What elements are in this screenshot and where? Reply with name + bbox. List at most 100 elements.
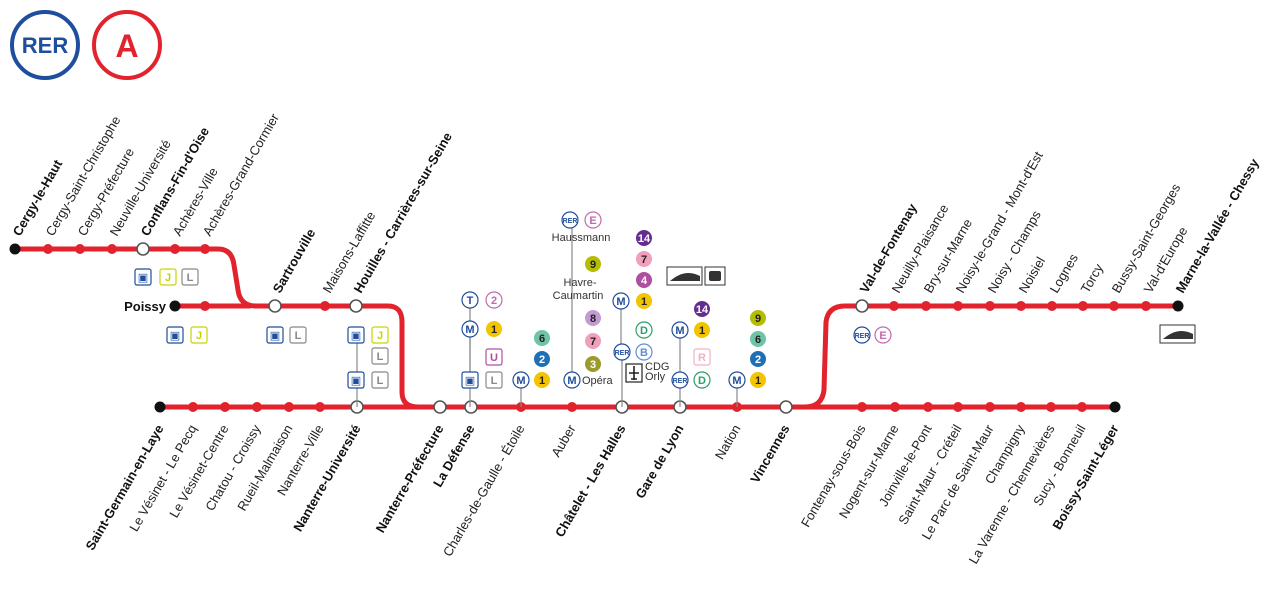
station-marker-marne-la-vallee-chessy[interactable] [1172, 300, 1184, 312]
metro-6-nation: 6 [750, 331, 766, 347]
station-label-marne-la-vallee-chessy: Marne-la-Vallée - Chessy [1173, 155, 1263, 295]
rer-logo-ring [10, 10, 80, 80]
svg-text:M: M [616, 296, 625, 308]
transilien-train-icon-la-defense: ▣ [461, 371, 479, 389]
svg-text:D: D [698, 375, 706, 387]
svg-text:▣: ▣ [170, 330, 180, 342]
station-marker-lognes[interactable] [1047, 301, 1057, 311]
station-marker-rueil-malmaison[interactable] [284, 402, 294, 412]
station-marker-val-d-europe[interactable] [1141, 301, 1151, 311]
station-marker-boissy-saint-leger[interactable] [1109, 401, 1121, 413]
station-marker-le-vesinet-centre[interactable] [220, 402, 230, 412]
station-marker-sucy-bonneuil[interactable] [1077, 402, 1087, 412]
station-marker-nanterre-prefecture[interactable] [433, 400, 447, 414]
svg-text:1: 1 [755, 375, 761, 387]
station-marker-torcy[interactable] [1078, 301, 1088, 311]
tgv-icon-gare-de-lyon [666, 266, 726, 286]
transilien-u-la-defense: U [485, 348, 503, 366]
rer-e-haussmann: E [584, 211, 602, 229]
station-label-gare-de-lyon: Gare de Lyon [632, 422, 686, 501]
station-marker-bussy-saint-georges[interactable] [1109, 301, 1119, 311]
metro-icon-chatelet: M [612, 292, 630, 310]
station-marker-joinville-le-pont[interactable] [923, 402, 933, 412]
rer-e-val-de-fontenay: E [874, 326, 892, 344]
opera-label: Opéra [582, 375, 613, 387]
metro-14-chatelet: 14 [636, 230, 652, 246]
metro-icon-nation: M [728, 371, 746, 389]
station-label-auber: Auber [548, 421, 579, 459]
metro-2-cdg-etoile: 2 [534, 351, 550, 367]
station-marker-acheres-ville[interactable] [170, 244, 180, 254]
svg-text:E: E [879, 330, 886, 342]
station-marker-poissy-branch[interactable] [200, 301, 210, 311]
station-marker-neuilly-plaisance[interactable] [889, 301, 899, 311]
station-marker-la-defense[interactable] [464, 400, 478, 414]
station-marker-cergy-prefecture[interactable] [75, 244, 85, 254]
station-marker-cergy-le-haut[interactable] [9, 243, 21, 255]
havre-label: Havre- [563, 277, 596, 289]
svg-text:J: J [165, 272, 171, 284]
transilien-l-houilles: L [371, 347, 389, 365]
station-marker-la-varenne-chennevieres[interactable] [1046, 402, 1056, 412]
transilien-l-nanterre-u: L [371, 371, 389, 389]
svg-text:RER: RER [563, 218, 578, 225]
station-marker-bry-sur-marne[interactable] [921, 301, 931, 311]
station-marker-houilles-carrieres-sur-seine[interactable] [349, 299, 363, 313]
svg-text:M: M [732, 375, 741, 387]
station-marker-maisons-laffitte[interactable] [320, 301, 330, 311]
transilien-j-houilles: J [371, 326, 389, 344]
station-marker-val-de-fontenay[interactable] [855, 299, 869, 313]
station-marker-fontenay-sous-bois[interactable] [857, 402, 867, 412]
station-marker-saint-maur-creteil[interactable] [953, 402, 963, 412]
svg-text:1: 1 [699, 325, 705, 337]
metro-7-chatelet: 7 [636, 251, 652, 267]
svg-text:T: T [467, 295, 474, 307]
svg-text:J: J [377, 330, 383, 342]
transilien-l-sartrouville: L [289, 326, 307, 344]
metro-icon-gare-de-lyon: M [671, 321, 689, 339]
rer-b-chatelet: B [635, 343, 653, 361]
station-marker-neuville-universite[interactable] [107, 244, 117, 254]
transilien-r-gare-de-lyon: R [693, 348, 711, 366]
svg-text:B: B [640, 347, 648, 359]
station-marker-le-parc-de-saint-maur[interactable] [985, 402, 995, 412]
station-marker-vincennes[interactable] [779, 400, 793, 414]
rer-d-chatelet: D [635, 321, 653, 339]
svg-text:R: R [698, 352, 706, 364]
station-marker-saint-germain-en-laye[interactable] [154, 401, 166, 413]
svg-text:3: 3 [590, 359, 596, 371]
station-marker-sartrouville[interactable] [268, 299, 282, 313]
svg-text:L: L [187, 272, 194, 284]
station-label-lognes: Lognes [1047, 251, 1082, 296]
station-marker-acheres-grand-cormier[interactable] [200, 244, 210, 254]
svg-text:4: 4 [641, 275, 648, 287]
station-marker-chatou-croissy[interactable] [252, 402, 262, 412]
station-marker-auber[interactable] [567, 402, 577, 412]
line-a-logo-text: A [115, 28, 138, 64]
station-marker-noisy-champs[interactable] [985, 301, 995, 311]
station-marker-le-vesinet-le-pecq[interactable] [188, 402, 198, 412]
station-marker-noisiel[interactable] [1016, 301, 1026, 311]
tram-2-la-defense: 2 [485, 291, 503, 309]
metro-7-opera: 7 [585, 333, 601, 349]
station-marker-nogent-sur-marne[interactable] [890, 402, 900, 412]
svg-text:2: 2 [491, 295, 497, 307]
rer-logo: RER [10, 10, 80, 80]
svg-text:L: L [377, 375, 384, 387]
transilien-j-conflans: J [159, 268, 177, 286]
svg-text:RER: RER [615, 350, 630, 357]
station-marker-nanterre-ville[interactable] [315, 402, 325, 412]
station-marker-poissy[interactable] [169, 300, 181, 312]
station-marker-conflans-fin-d-oise[interactable] [136, 242, 150, 256]
svg-text:▣: ▣ [465, 375, 475, 387]
svg-text:8: 8 [590, 313, 596, 325]
metro-8-opera: 8 [585, 310, 601, 326]
svg-text:▣: ▣ [351, 330, 361, 342]
station-marker-noisy-le-grand-mont-d-est[interactable] [953, 301, 963, 311]
station-marker-champigny[interactable] [1016, 402, 1026, 412]
transilien-train-icon-poissy: ▣ [166, 326, 184, 344]
station-marker-cergy-saint-christophe[interactable] [43, 244, 53, 254]
cdg-label: CDG [645, 361, 669, 373]
